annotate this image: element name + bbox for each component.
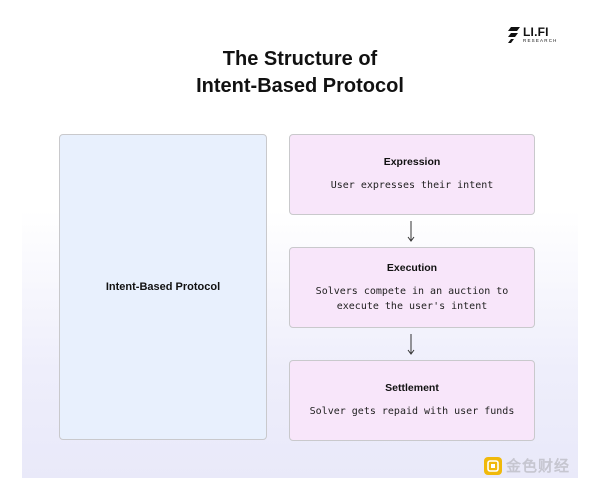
- logo-name: LI.FI: [523, 25, 549, 39]
- step-execution: Execution Solvers compete in an auction …: [289, 247, 535, 328]
- lifi-logo: LI.FI RESEARCH: [508, 26, 558, 48]
- jinse-logo-icon: [484, 456, 502, 475]
- step-settlement: Settlement Solver gets repaid with user …: [289, 360, 535, 441]
- lifi-logo-icon: [508, 27, 520, 43]
- step-title: Expression: [383, 156, 441, 168]
- down-arrow-icon: [407, 334, 415, 355]
- title-line-1: The Structure of: [222, 48, 378, 70]
- watermark-text: 金色财经: [506, 458, 571, 475]
- watermark: 金色财经: [484, 455, 570, 476]
- step-title: Execution: [386, 261, 438, 274]
- step-description: User expresses their intent: [330, 180, 494, 191]
- protocol-label: Intent-Based Protocol: [105, 281, 221, 293]
- step-description: Solvers compete in an auction to execute…: [315, 285, 509, 312]
- step-description: Solver gets repaid with user funds: [309, 406, 515, 417]
- diagram-title: The Structure of Intent-Based Protocol: [0, 46, 600, 100]
- protocol-box: Intent-Based Protocol: [59, 134, 267, 440]
- step-expression: Expression User expresses their intent: [289, 134, 535, 215]
- title-line-2: Intent-Based Protocol: [196, 75, 404, 97]
- down-arrow-icon: [407, 221, 415, 242]
- logo-subtitle: RESEARCH: [523, 38, 558, 43]
- step-title: Settlement: [385, 382, 439, 394]
